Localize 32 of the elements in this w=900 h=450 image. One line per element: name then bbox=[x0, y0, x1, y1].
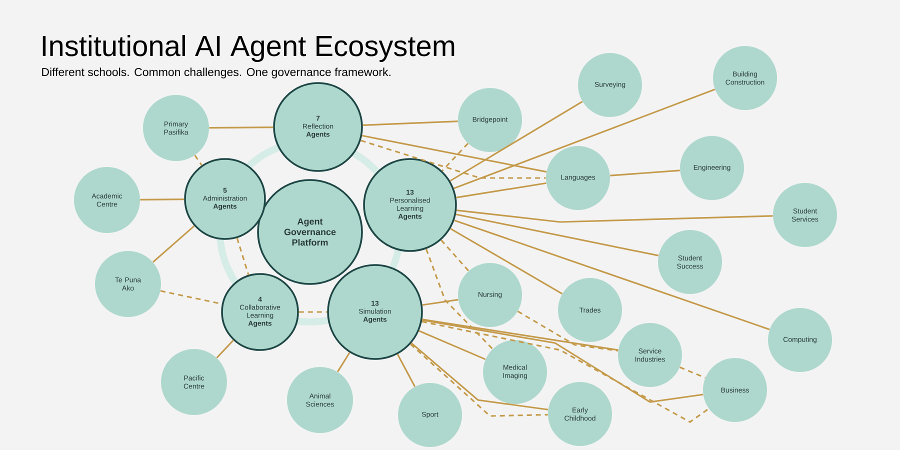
connector-line bbox=[236, 238, 250, 276]
connector-line bbox=[456, 182, 546, 198]
connector-line bbox=[679, 366, 706, 378]
connector-line bbox=[152, 225, 195, 263]
connector-line bbox=[610, 170, 680, 176]
connector-line bbox=[362, 134, 547, 173]
connector-line bbox=[425, 248, 494, 350]
connector-line bbox=[298, 311, 328, 313]
connector-line bbox=[140, 198, 184, 201]
connector-line bbox=[450, 100, 583, 182]
connector-line bbox=[360, 140, 546, 179]
connector-line bbox=[422, 320, 710, 423]
connector-line bbox=[336, 352, 350, 372]
connector-line bbox=[456, 210, 773, 223]
connector-line bbox=[454, 88, 716, 190]
connector-line bbox=[450, 228, 563, 294]
connector-line bbox=[422, 319, 704, 403]
connector-line bbox=[442, 142, 469, 172]
title: Institutional AI Agent Ecosystem bbox=[42, 34, 454, 62]
connector-line bbox=[418, 330, 486, 360]
subtitle: Different schools. Common challenges. One governance framework. bbox=[42, 68, 390, 78]
connector-line bbox=[422, 298, 458, 306]
connector-line bbox=[454, 220, 770, 330]
connector-line bbox=[456, 214, 659, 256]
connector-line bbox=[216, 340, 234, 358]
connector-line bbox=[209, 126, 274, 129]
connector-line bbox=[422, 318, 618, 351]
connector-line bbox=[440, 240, 470, 272]
connector-line bbox=[194, 154, 202, 166]
connector-line bbox=[517, 310, 618, 352]
connector-line bbox=[396, 354, 416, 387]
connector-line bbox=[362, 120, 458, 126]
